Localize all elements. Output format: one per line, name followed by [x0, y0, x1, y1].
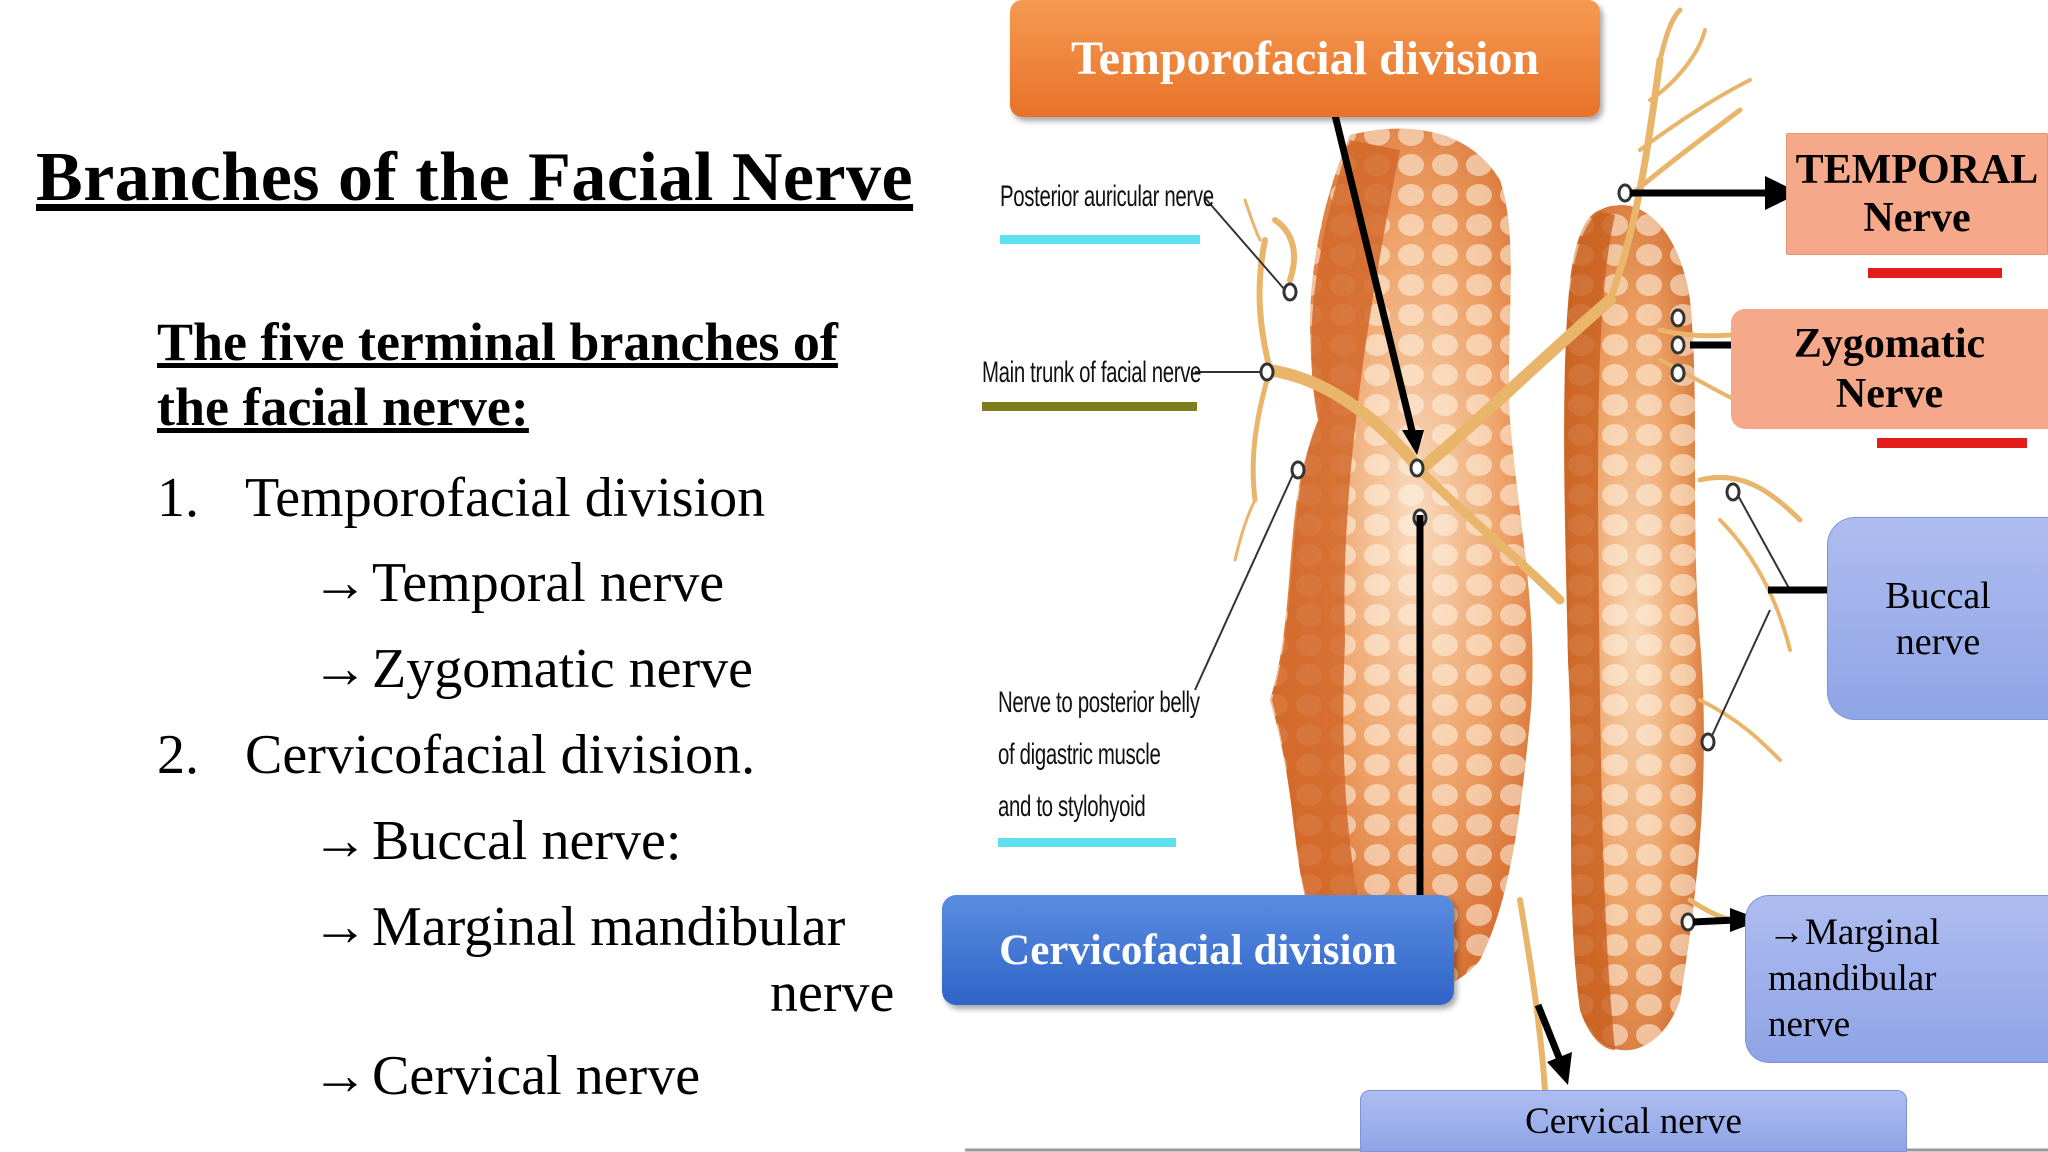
- outline-number: 1.: [157, 467, 199, 529]
- outline-label: Zygomatic nerve: [372, 638, 753, 700]
- arrow-right-icon: →: [312, 552, 368, 614]
- callout-temporal-nerve: TEMPORAL Nerve: [1786, 133, 2048, 255]
- outline-label: Temporal nerve: [372, 552, 725, 614]
- label-digastric-line3: and to stylohyoid: [998, 790, 1146, 823]
- arrow-right-icon: →: [312, 638, 368, 700]
- callout-cervicofacial-division: Cervicofacial division: [942, 895, 1454, 1005]
- slide-subtitle: The five terminal branches of the facial…: [157, 312, 838, 437]
- red-underline: [1877, 438, 2027, 448]
- label-pointers: [1194, 197, 1791, 741]
- callout-label-line3: nerve: [1768, 1004, 1851, 1045]
- callout-label-line2: Nerve: [1863, 195, 1971, 241]
- outline-number: 2.: [157, 724, 199, 786]
- outline-subitem-marginal-continuation: nerve: [770, 962, 895, 1024]
- label-digastric-line2: of digastric muscle: [998, 738, 1161, 771]
- outline-label: Cervicofacial division.: [245, 724, 756, 786]
- outline-label: Buccal nerve:: [372, 810, 682, 872]
- cyan-underline: [998, 838, 1176, 847]
- callout-cervical-nerve: Cervical nerve: [1360, 1090, 1907, 1152]
- callout-label: Cervicofacial division: [999, 926, 1397, 974]
- outline-subitem-marginal: →Marginal mandibular: [312, 899, 845, 955]
- outline-item-2: 2. Cervicofacial division.: [157, 727, 755, 783]
- arrow-right-icon: →: [312, 896, 368, 958]
- callout-label-line2: nerve: [1895, 620, 1981, 663]
- callout-label: Cervical nerve: [1525, 1100, 1742, 1142]
- label-posterior-auricular-nerve: Posterior auricular nerve: [1000, 180, 1214, 213]
- olive-underline: [982, 402, 1197, 411]
- outline-subitem-buccal: →Buccal nerve:: [312, 813, 681, 869]
- callout-zygomatic-nerve: Zygomatic Nerve: [1731, 309, 2048, 429]
- callout-label-line1: →Marginal: [1768, 912, 1940, 953]
- callout-buccal-nerve: Buccal nerve: [1827, 517, 2048, 720]
- callout-label-line1: Buccal: [1885, 574, 1991, 617]
- red-underline: [1868, 268, 2002, 278]
- callout-temporofacial-division: Temporofacial division: [1010, 0, 1600, 117]
- outline-label: Marginal mandibular: [372, 896, 846, 958]
- label-digastric-line1: Nerve to posterior belly: [998, 686, 1200, 719]
- callout-marginal-mandibular-nerve: →Marginal mandibular nerve: [1745, 895, 2048, 1063]
- outline-label: Cervical nerve: [372, 1045, 701, 1107]
- cyan-underline: [1000, 235, 1200, 244]
- outline-item-1: 1. Temporofacial division: [157, 470, 765, 526]
- slide-title: Branches of the Facial Nerve: [36, 139, 914, 216]
- outline-label: Temporofacial division: [245, 467, 766, 529]
- outline-subitem-temporal: →Temporal nerve: [312, 555, 724, 611]
- callout-label-line1: TEMPORAL: [1795, 147, 2039, 193]
- callout-label-line2: Nerve: [1835, 371, 1944, 417]
- callout-label-line1: Zygomatic: [1793, 321, 1986, 367]
- arrow-right-icon: →: [312, 810, 368, 872]
- callout-label-line2: mandibular: [1768, 958, 1937, 999]
- outline-subitem-zygomatic: →Zygomatic nerve: [312, 641, 753, 697]
- parotid-gland-illustration: [965, 7, 2048, 1152]
- outline-subitem-cervical: →Cervical nerve: [312, 1048, 700, 1104]
- callout-label: Temporofacial division: [1070, 32, 1540, 85]
- arrow-right-icon: →: [312, 1045, 368, 1107]
- label-main-trunk: Main trunk of facial nerve: [982, 356, 1202, 389]
